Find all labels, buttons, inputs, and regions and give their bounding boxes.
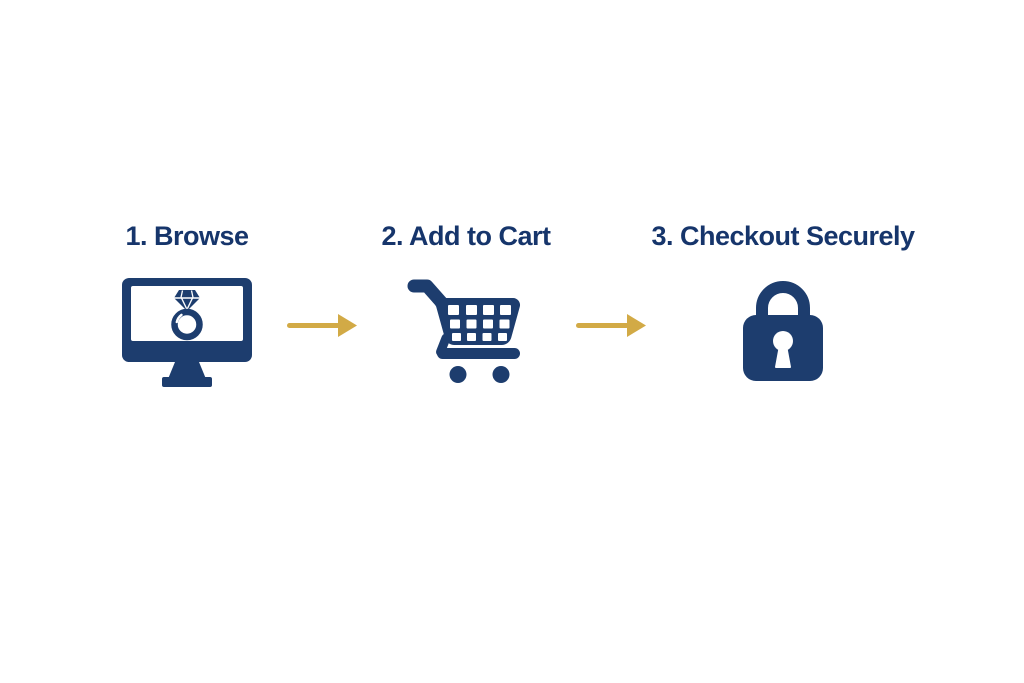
flow-arrow-icon [576, 314, 646, 337]
flow-arrow-icon [287, 314, 357, 337]
monitor-with-ring-icon [122, 278, 252, 387]
step-checkout-securely-title: 3. Checkout Securely [651, 221, 915, 251]
shopping-cart-icon [407, 279, 521, 383]
padlock-icon [743, 281, 823, 381]
step-add-to-cart-title: 2. Add to Cart [381, 221, 551, 251]
step-browse: 1. Browse [62, 221, 312, 389]
step-add-to-cart: 2. Add to Cart [346, 221, 586, 384]
step-browse-title: 1. Browse [125, 221, 249, 251]
step-checkout-securely: 3. Checkout Securely [651, 221, 915, 382]
